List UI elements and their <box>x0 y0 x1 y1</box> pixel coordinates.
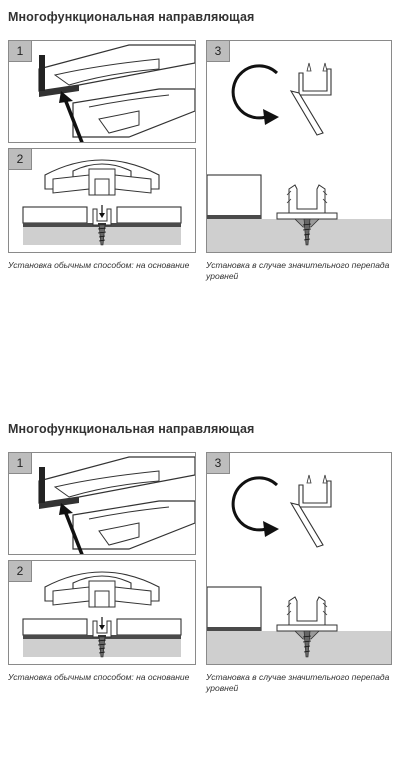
screw-icon <box>302 218 312 246</box>
step-1-panel: 1 <box>8 452 196 555</box>
step-3-panel: 3 <box>206 452 392 665</box>
step-2-illustration <box>22 159 182 246</box>
step-3-illustration <box>207 62 391 252</box>
installation-arrow-icon <box>59 503 84 554</box>
screw-icon <box>97 635 107 658</box>
step-2-panel: 2 <box>8 148 196 253</box>
installation-arrow-icon <box>59 91 84 142</box>
rotate-arrow-icon <box>231 64 279 125</box>
step-number: 3 <box>207 41 230 62</box>
rotate-arrow-icon <box>231 476 279 537</box>
step-number: 2 <box>9 561 32 582</box>
step-number: 2 <box>9 149 32 170</box>
sheet-title: Многофункциональная направляющая <box>8 422 255 436</box>
caption-standard: Установка обычным способом: на основание <box>8 672 190 682</box>
step-2-panel: 2 <box>8 560 196 665</box>
step-3-panel: 3 <box>206 40 392 253</box>
step-number: 1 <box>9 41 32 62</box>
step-1-illustration <box>38 456 195 554</box>
sheet-title: Многофункциональная направляющая <box>8 10 255 24</box>
step-number: 1 <box>9 453 32 474</box>
step-1-panel: 1 <box>8 40 196 143</box>
screw-icon <box>97 223 107 246</box>
caption-level-difference: Установка в случае значительного перепад… <box>206 260 390 281</box>
caption-level-difference: Установка в случае значительного перепад… <box>206 672 390 693</box>
step-number: 3 <box>207 453 230 474</box>
step-2-illustration <box>22 571 182 658</box>
step-3-illustration <box>207 474 391 664</box>
screw-icon <box>302 630 312 658</box>
caption-standard: Установка обычным способом: на основание <box>8 260 190 270</box>
instruction-sheet-2: Многофункциональная направляющая 1 <box>0 412 400 762</box>
instruction-sheet-1: Многофункциональная направляющая 1 <box>0 0 400 350</box>
step-1-illustration <box>38 44 195 142</box>
